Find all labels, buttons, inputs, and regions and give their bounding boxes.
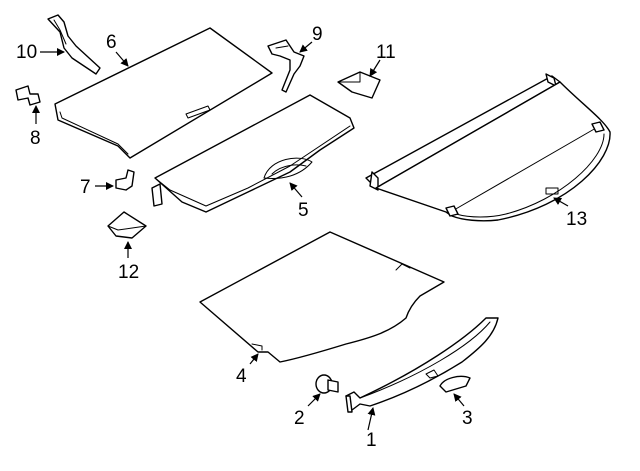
part-1-sill-plate: [345, 317, 499, 413]
callout-3: 3: [462, 408, 473, 429]
part-8-clip: [15, 85, 41, 106]
callout-4: 4: [236, 366, 247, 387]
part-5-rear-shelf: [151, 94, 355, 213]
callout-5: 5: [298, 200, 309, 221]
callout-2: 2: [294, 408, 305, 429]
callout-12: 12: [118, 262, 139, 283]
part-11-trim: [337, 71, 381, 99]
callout-11: 11: [376, 42, 396, 63]
callout-13: 13: [566, 209, 587, 230]
callout-1: 1: [366, 430, 377, 451]
callout-10: 10: [16, 42, 37, 63]
part-2-push-clip: [315, 374, 339, 394]
callout-9: 9: [312, 24, 323, 45]
part-13-cargo-cover: [365, 73, 611, 222]
part-10-strap: [47, 14, 101, 75]
part-9-strap: [267, 39, 305, 93]
callout-6: 6: [106, 32, 117, 53]
part-7-pin: [115, 169, 135, 191]
callout-8: 8: [30, 128, 41, 149]
part-4-floor-mat: [199, 231, 445, 363]
part-3-cap: [439, 375, 471, 393]
callout-7: 7: [80, 177, 91, 198]
part-6-cargo-panel: [54, 27, 273, 159]
leader-lines: [32, 41, 569, 431]
part-12-trim: [107, 211, 147, 239]
